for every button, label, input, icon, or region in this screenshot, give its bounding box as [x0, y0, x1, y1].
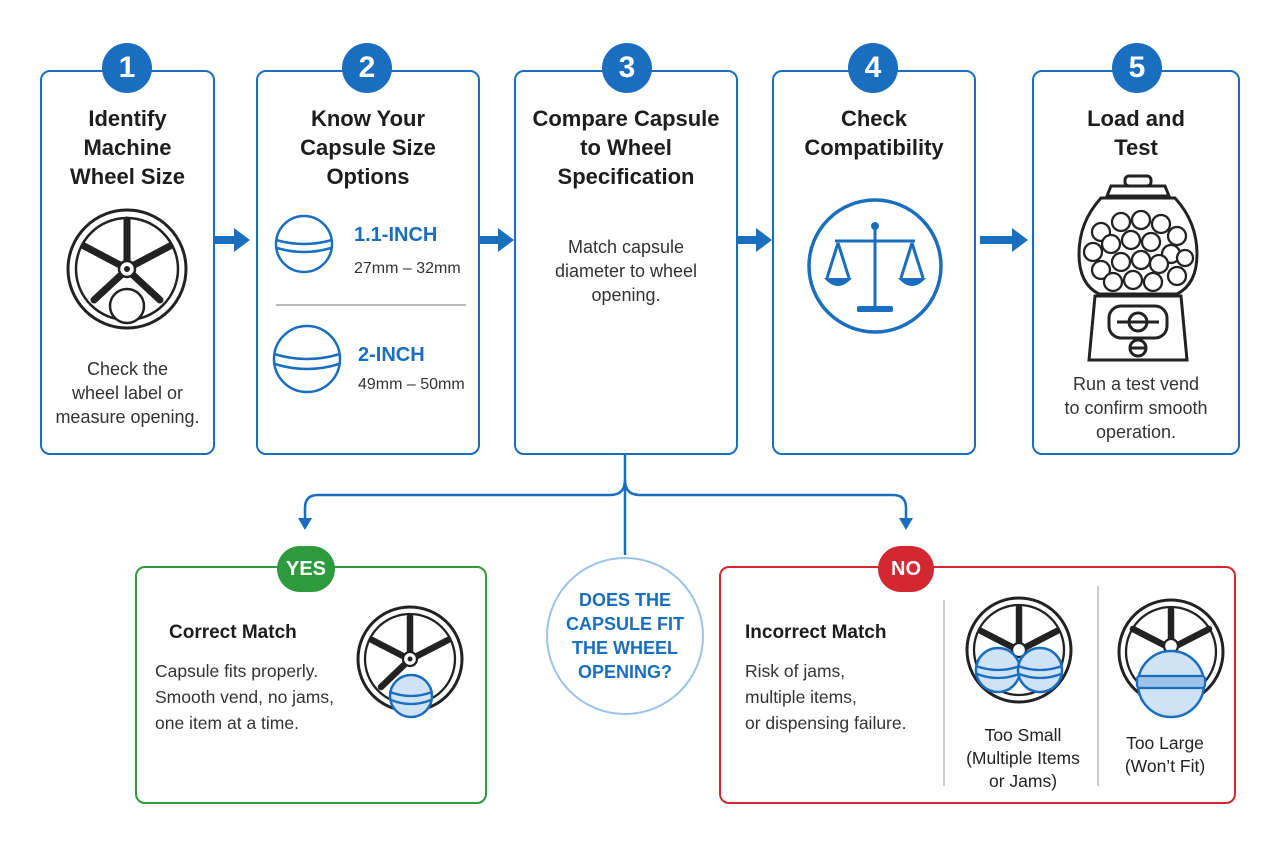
no-result-card: Incorrect Match Risk of jams, multiple i…: [719, 566, 1236, 804]
capsule-small-icon: [274, 214, 334, 274]
step-badge-2: 2: [342, 43, 392, 93]
wheel-correct-icon: [356, 605, 464, 719]
size-label-large: 2-INCH: [358, 344, 425, 366]
decision-question: DOES THE CAPSULE FIT THE WHEEL OPENING?: [546, 557, 704, 715]
step-title: Identify Machine Wheel Size: [70, 106, 185, 189]
decision-question-text: DOES THE CAPSULE FIT THE WHEEL OPENING?: [565, 590, 684, 682]
arrow-4-5: [980, 228, 1028, 252]
step-card-4: Check Compatibility: [772, 70, 976, 455]
wheel-icon: [66, 208, 188, 330]
step-body: Match capsule diameter to wheel opening.: [554, 237, 698, 305]
step-card-1: Identify Machine Wheel Size Check the wh…: [40, 70, 215, 455]
yes-badge: YES: [277, 546, 335, 592]
arrow-3-4: [736, 228, 772, 252]
size-label-small: 1.1-INCH: [354, 224, 438, 246]
wheel-too-small-icon: [965, 596, 1073, 704]
step-card-5: Load and Test Run a test vend to confirm…: [1032, 70, 1240, 455]
step-title: Know Your Capsule Size Options: [300, 106, 436, 189]
step-badge-1: 1: [102, 43, 152, 93]
step-title: Compare Capsule to Wheel Specification: [532, 106, 720, 189]
arrow-1-2: [214, 228, 250, 252]
too-large-label: Too Large (Won’t Fit): [1124, 733, 1206, 776]
gumball-machine-icon: [1077, 174, 1199, 362]
size-range-large: 49mm – 50mm: [358, 376, 465, 393]
yes-result-title: Correct Match: [169, 622, 297, 643]
capsule-large-icon: [272, 324, 342, 394]
step-card-3: Compare Capsule to Wheel Specification M…: [514, 70, 738, 455]
step-title: Check Compatibility: [804, 106, 944, 160]
step-badge-4: 4: [848, 43, 898, 93]
size-range-small: 27mm – 32mm: [354, 260, 461, 277]
size-divider: [276, 304, 466, 306]
step-body: Run a test vend to confirm smooth operat…: [1064, 374, 1208, 442]
no-divider-2: [1097, 586, 1099, 786]
no-result-body: Risk of jams, multiple items, or dispens…: [745, 661, 907, 733]
too-small-label: Too Small (Multiple Items or Jams): [966, 725, 1080, 791]
step-body: Check the wheel label or measure opening…: [55, 359, 200, 427]
step-card-2: Know Your Capsule Size Options 1.1-INCH …: [256, 70, 480, 455]
balance-scale-icon: [807, 198, 943, 334]
step-title: Load and Test: [1087, 106, 1185, 160]
no-result-title: Incorrect Match: [745, 622, 887, 643]
yes-result-card: Correct Match Capsule fits properly. Smo…: [135, 566, 487, 804]
step-badge-3: 3: [602, 43, 652, 93]
no-divider-1: [943, 600, 945, 786]
wheel-too-large-icon: [1117, 598, 1225, 719]
step-badge-5: 5: [1112, 43, 1162, 93]
yes-result-body: Capsule fits properly. Smooth vend, no j…: [155, 661, 334, 733]
no-badge: NO: [878, 546, 934, 592]
arrow-2-3: [478, 228, 514, 252]
